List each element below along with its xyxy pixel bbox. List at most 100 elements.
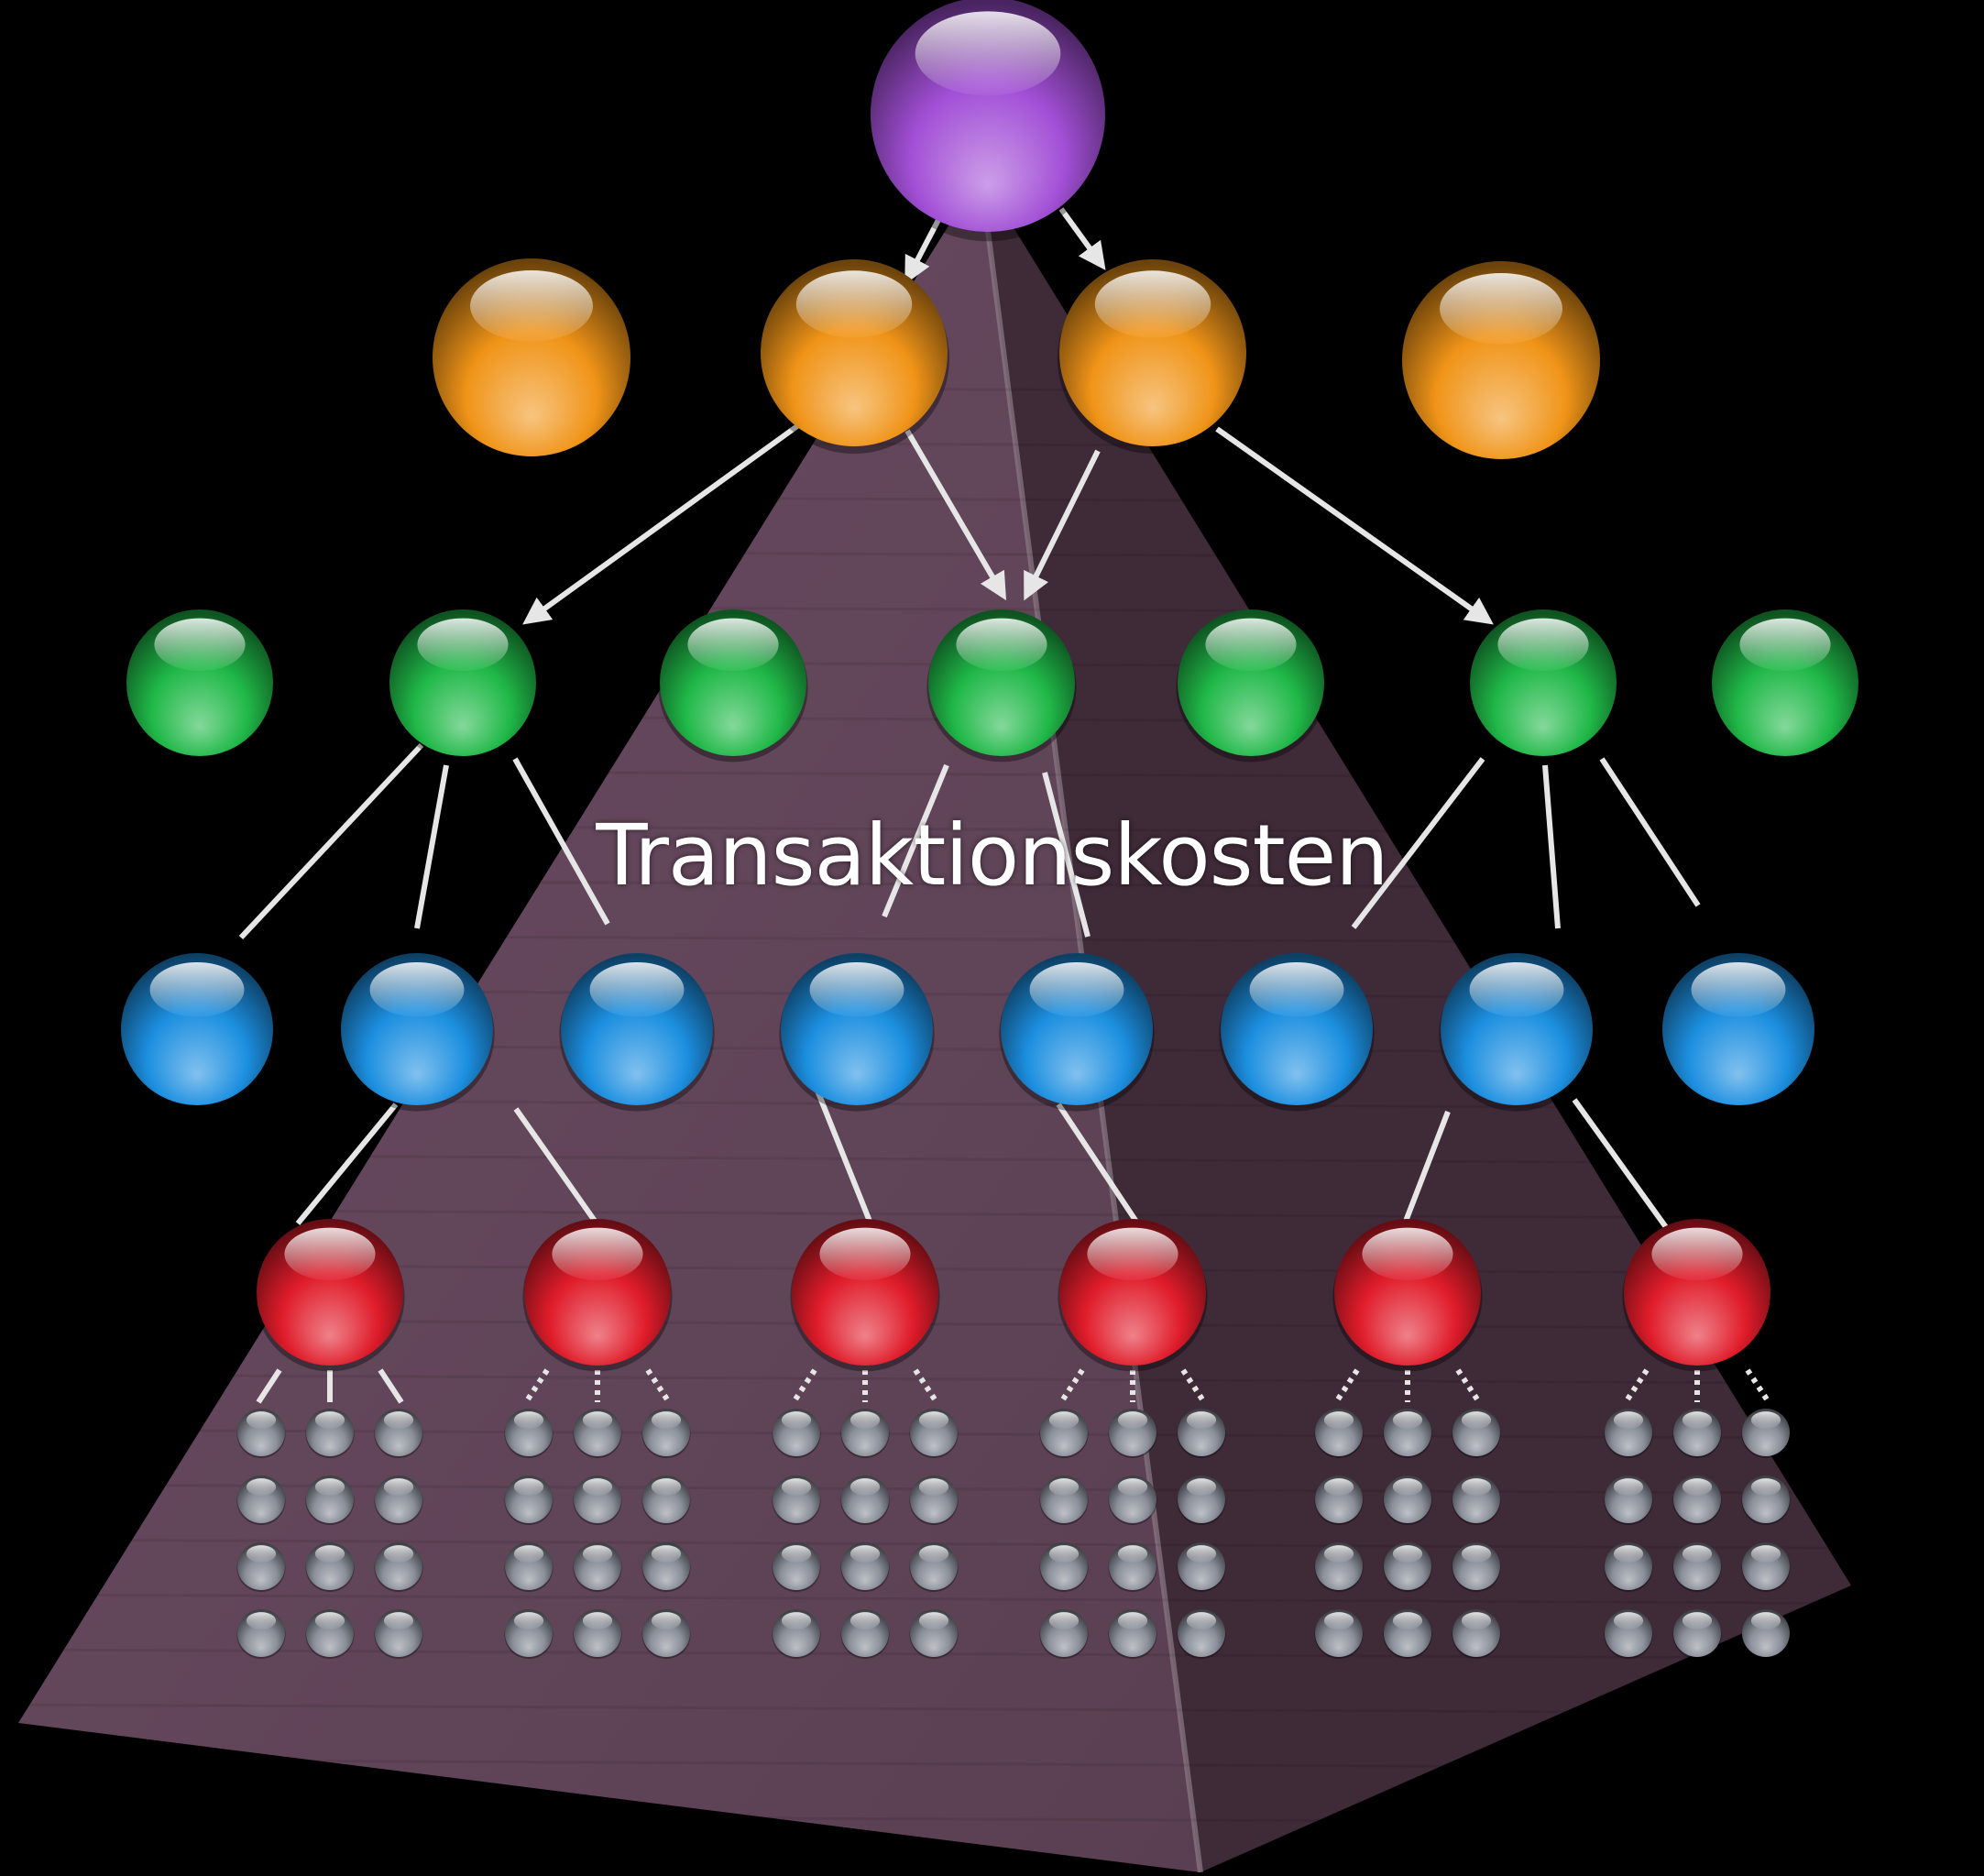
gray-sphere: [504, 1476, 554, 1526]
sphere-highlight: [314, 1545, 345, 1563]
gray-sphere: [1314, 1476, 1364, 1526]
sphere-highlight: [850, 1411, 881, 1429]
sphere-highlight: [1117, 1411, 1148, 1429]
gray-sphere: [1383, 1609, 1432, 1660]
base-connector: [378, 1368, 404, 1404]
sphere-highlight: [582, 1478, 613, 1496]
gray-sphere: [1177, 1476, 1226, 1526]
gray-sphere: [1741, 1542, 1791, 1593]
pyramid-brick-line: [0, 933, 1984, 946]
gray-sphere: [1672, 1542, 1722, 1593]
sphere-highlight: [1117, 1612, 1148, 1629]
gray-sphere: [305, 1609, 355, 1660]
sphere-highlight: [651, 1612, 682, 1629]
sphere-highlight: [1362, 1227, 1453, 1281]
gray-sphere: [236, 1542, 286, 1593]
sphere-highlight: [1186, 1545, 1217, 1563]
gray-sphere: [840, 1409, 890, 1459]
dotted-connector: [913, 1368, 939, 1404]
gray-sphere: [1383, 1542, 1432, 1593]
gray-sphere: [772, 1609, 821, 1660]
pyramid-brick-line: [0, 493, 1984, 506]
sphere-highlight: [1392, 1545, 1423, 1563]
tree-connector: [1542, 764, 1561, 929]
sphere-highlight: [1048, 1478, 1080, 1496]
sphere-highlight: [589, 961, 685, 1017]
gray-sphere: [1108, 1609, 1157, 1660]
gray-sphere: [909, 1476, 959, 1526]
sphere-highlight: [1048, 1545, 1080, 1563]
sphere-highlight: [1117, 1545, 1148, 1563]
gray-sphere: [1177, 1542, 1226, 1593]
blue-sphere: [779, 953, 935, 1112]
sphere-highlight: [1613, 1478, 1644, 1496]
gray-sphere: [1672, 1476, 1722, 1526]
gray-sphere: [1452, 1542, 1501, 1593]
sphere-highlight: [246, 1612, 277, 1629]
gray-sphere: [1314, 1542, 1364, 1593]
gray-sphere: [1741, 1476, 1791, 1526]
sphere-highlight: [284, 1227, 376, 1281]
sphere-highlight: [1186, 1411, 1217, 1429]
dotted-connector: [1333, 1368, 1360, 1404]
tree-connector: [882, 763, 949, 918]
green-sphere: [125, 609, 275, 762]
pyramid-brick-line: [0, 1593, 1984, 1606]
sphere-highlight: [1750, 1545, 1781, 1563]
sphere-highlight: [781, 1612, 812, 1629]
sphere-highlight: [369, 961, 465, 1017]
pyramid-brick-line: [0, 603, 1984, 616]
sphere-highlight: [1750, 1411, 1781, 1429]
gray-sphere: [1672, 1409, 1722, 1459]
sphere-highlight: [513, 1478, 544, 1496]
gray-sphere: [1314, 1409, 1364, 1459]
sphere-highlight: [1392, 1411, 1423, 1429]
gray-sphere: [909, 1409, 959, 1459]
gray-sphere: [1604, 1542, 1653, 1593]
pyramid-brick-line: [0, 1813, 1984, 1826]
arrow-connector: [1058, 207, 1106, 270]
dotted-connector: [523, 1368, 550, 1404]
sphere-highlight: [1117, 1478, 1148, 1496]
gray-sphere: [1039, 1542, 1089, 1593]
sphere-highlight: [1461, 1545, 1492, 1563]
red-sphere: [522, 1219, 673, 1372]
caption-transaktionskosten: Transaktionskosten: [596, 806, 1388, 905]
sphere-highlight: [1682, 1545, 1713, 1563]
sphere-highlight: [1750, 1612, 1781, 1629]
sphere-highlight: [1186, 1612, 1217, 1629]
gray-sphere: [504, 1409, 554, 1459]
arrow-connector: [1024, 449, 1101, 601]
arrow-connector: [904, 429, 1007, 601]
sphere-highlight: [149, 961, 245, 1017]
gray-sphere: [1108, 1542, 1157, 1593]
dotted-connector: [791, 1368, 817, 1404]
red-sphere: [1622, 1219, 1772, 1372]
orange-sphere: [1399, 261, 1603, 467]
sphere-highlight: [154, 618, 246, 672]
sphere-highlight: [850, 1545, 881, 1563]
sphere-highlight: [781, 1478, 812, 1496]
pyramid-brick-line: [0, 1098, 1984, 1111]
sphere-highlight: [314, 1478, 345, 1496]
gray-sphere: [909, 1609, 959, 1660]
sphere-highlight: [513, 1411, 544, 1429]
gray-sphere: [504, 1609, 554, 1660]
gray-sphere: [641, 1542, 691, 1593]
arrow-connector: [522, 423, 799, 625]
sphere-highlight: [651, 1545, 682, 1563]
tree-connector: [1351, 757, 1485, 929]
gray-sphere: [1452, 1609, 1501, 1660]
orange-sphere: [1057, 259, 1249, 455]
green-sphere: [658, 609, 808, 762]
sphere-highlight: [1651, 1227, 1743, 1281]
sphere-highlight: [1323, 1612, 1354, 1629]
green-sphere: [1468, 609, 1618, 762]
gray-sphere: [641, 1476, 691, 1526]
pyramid-brick-line: [0, 768, 1984, 781]
gray-sphere: [1108, 1409, 1157, 1459]
sphere-highlight: [651, 1478, 682, 1496]
sphere-highlight: [314, 1411, 345, 1429]
sphere-highlight: [470, 269, 593, 342]
sphere-highlight: [1249, 961, 1344, 1017]
